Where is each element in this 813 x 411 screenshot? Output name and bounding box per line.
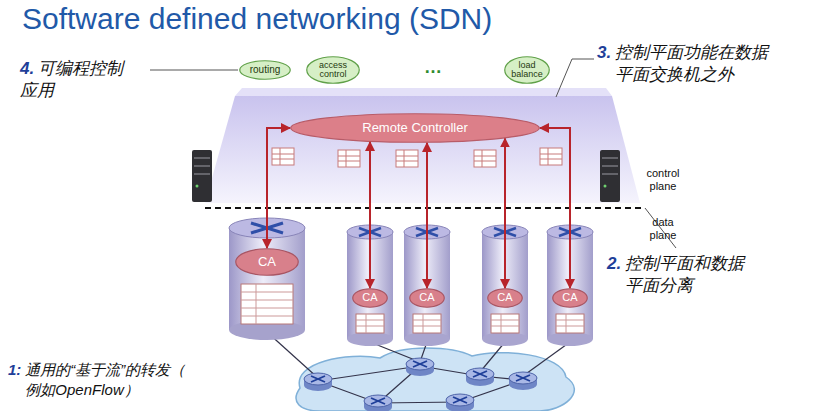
switch-cylinder (547, 225, 593, 346)
callout-number: 3. (597, 42, 611, 64)
flow-table-icon (540, 148, 562, 165)
ellipsis-mark: … (424, 57, 442, 77)
router-icon (509, 372, 537, 390)
app-ellipse: access control (306, 56, 360, 84)
router-icon (446, 394, 474, 411)
node-text-box: routing (239, 60, 291, 80)
node-text-box: access control (306, 56, 360, 84)
node-text-box: CA (352, 288, 388, 308)
control-connection (504, 138, 506, 288)
ellipse-shape (236, 249, 299, 276)
callout-number: 1: (8, 360, 21, 380)
flow-table-icon (338, 150, 360, 167)
callout-note: 控制平面和数据 平面分离 (625, 253, 782, 297)
node-label: CA (362, 292, 377, 304)
ellipse-shape (353, 289, 388, 308)
page-title: Software defined networking (SDN) (22, 1, 492, 37)
switch-cylinder (229, 218, 305, 340)
label-group: 3.控制平面功能在数据 平面交换机之外 (597, 42, 792, 86)
control-agent: CA (235, 248, 299, 276)
ellipse-shape (410, 289, 445, 308)
ellipse-shape (488, 289, 523, 308)
node-label: load balance (510, 61, 544, 80)
switch-cylinder (482, 225, 528, 346)
control-agent: CA (552, 288, 588, 308)
router-icon (466, 368, 494, 386)
label-group: 2.控制平面和数据 平面分离 (607, 253, 782, 297)
callout-number: 2. (607, 253, 621, 275)
node-label: CA (258, 255, 276, 269)
label-group: control plane (640, 167, 686, 192)
plane-divider (205, 207, 645, 209)
control-connection (369, 142, 371, 288)
app-ellipse: load balance (504, 56, 550, 84)
router-icon (304, 373, 332, 391)
control-connection (426, 143, 428, 288)
plane-top-face (235, 88, 612, 96)
node-text-box: CA (487, 288, 523, 308)
server-icon (600, 150, 620, 202)
ellipse-shape (307, 57, 360, 84)
node-text-box: Remote Controller (290, 113, 540, 143)
switch-cylinder (347, 225, 393, 346)
node-text-box: CA (552, 288, 588, 308)
plane-label: control plane (646, 167, 679, 192)
control-connection (540, 128, 570, 288)
router-icon (406, 358, 434, 376)
label-group: 1:通用的“基于流”的转发（ 例如OpenFlow） (8, 360, 233, 399)
leader-line (645, 208, 676, 248)
callout-note: 通用的“基于流”的转发（ 例如OpenFlow） (25, 360, 233, 399)
leader-line (150, 70, 238, 71)
control-agent: CA (409, 288, 445, 308)
node-label: access control (314, 61, 352, 80)
leader-line (556, 59, 594, 97)
app-ellipse: routing (239, 60, 291, 80)
label-group: … (424, 56, 464, 79)
node-text-box: CA (409, 288, 445, 308)
flow-table-icon (272, 148, 294, 165)
switch-cylinder (404, 225, 450, 346)
control-plane-band (205, 96, 640, 203)
node-label: Remote Controller (362, 121, 468, 135)
control-connection (267, 128, 290, 248)
label-group: 4.可编程控制 应用 (20, 58, 145, 102)
callout-note: 控制平面功能在数据 平面交换机之外 (615, 42, 792, 86)
callout-number: 4. (20, 59, 34, 78)
node-label: CA (419, 292, 434, 304)
ellipse-shape (240, 61, 291, 80)
node-label: CA (562, 292, 577, 304)
flow-table-icon (474, 150, 496, 167)
node-label: CA (497, 292, 512, 304)
control-agent: CA (487, 288, 523, 308)
router-icon (364, 395, 392, 411)
server-icon (192, 150, 212, 202)
plane-label: data plane (650, 216, 677, 241)
node-text-box: CA (235, 248, 299, 276)
node-label: routing (250, 65, 281, 76)
controller-ellipse: Remote Controller (290, 113, 540, 143)
ellipse-shape (553, 289, 588, 308)
node-text-box: load balance (504, 56, 550, 84)
flow-table-icon (396, 150, 418, 167)
ellipse-shape (291, 114, 540, 143)
ellipse-shape (505, 57, 550, 84)
control-agent: CA (352, 288, 388, 308)
callout-note: 可编程控制 应用 (20, 59, 123, 100)
network-cloud (296, 348, 574, 411)
label-group: data plane (640, 216, 686, 241)
